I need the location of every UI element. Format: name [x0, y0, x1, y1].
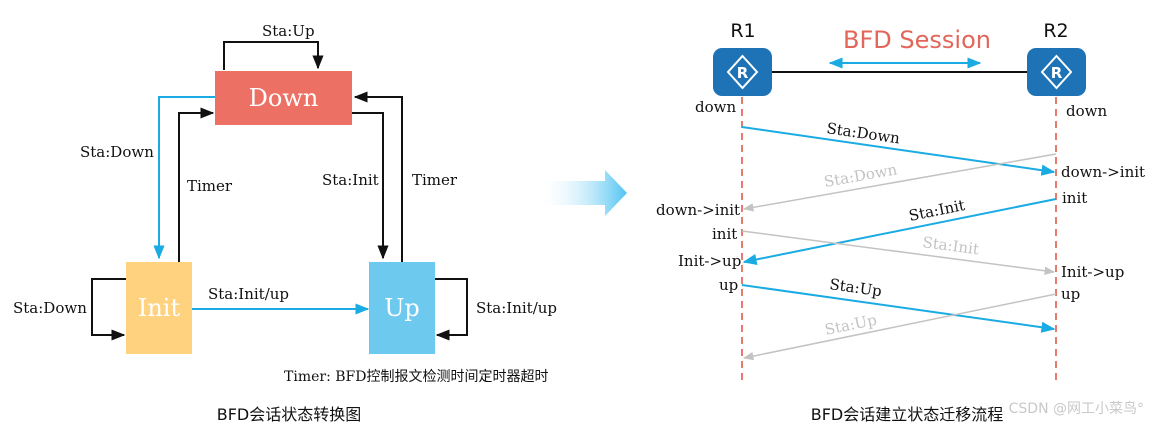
state-up-label: Up [384, 294, 420, 322]
r2-state-init-up: Init->up [1061, 263, 1124, 281]
svg-text:R: R [1051, 64, 1063, 82]
r2-state-up: up [1061, 285, 1080, 303]
watermark: CSDN @网工小菜鸟° [1009, 401, 1144, 417]
state-diagram: Sta:Up Sta:Down Timer Sta:Init Timer Sta… [13, 22, 557, 424]
message-3-arrow [742, 198, 1057, 265]
up-self-loop [435, 278, 468, 341]
message-3-label: Sta:Init [907, 196, 966, 225]
r1-router-icon: R [713, 48, 772, 96]
state-down-box [215, 71, 352, 125]
label-timer-right: Timer [412, 171, 458, 189]
sequence-diagram: BFD Session R1 R R2 R down down->init in… [656, 20, 1145, 424]
message-4-arrow [741, 230, 1056, 275]
init-self-loop [91, 278, 126, 341]
r1-state-up: up [719, 276, 738, 294]
down-self-loop [223, 41, 324, 70]
r2-label: R2 [1043, 20, 1068, 42]
state-down-label: Down [249, 84, 319, 112]
message-2-arrow [742, 153, 1057, 212]
r2-state-down: down [1066, 102, 1107, 120]
r2-state-init: init [1062, 189, 1087, 207]
caption-state-diagram: BFD会话状态转换图 [217, 405, 362, 424]
svg-text:R: R [737, 64, 749, 82]
r2-router-icon: R [1027, 48, 1086, 96]
message-4-label: Sta:Init [921, 233, 980, 258]
edge-down-to-init [153, 96, 215, 260]
message-1-label: Sta:Down [825, 119, 901, 147]
message-2-label: Sta:Down [823, 160, 899, 191]
label-sta-down-left: Sta:Down [80, 143, 154, 161]
timer-note: Timer: BFD控制报文检测时间定时器超时 [284, 369, 548, 385]
state-init-label: Init [138, 294, 181, 322]
message-6-label: Sta:Up [823, 311, 878, 339]
r2-state-down-init: down->init [1061, 163, 1145, 181]
message-1-arrow [741, 126, 1056, 176]
r1-state-init: init [712, 225, 737, 243]
label-timer-left: Timer [187, 177, 233, 195]
label-sta-init: Sta:Init [322, 171, 379, 189]
label-sta-down-self: Sta:Down [13, 299, 87, 317]
r1-label: R1 [730, 20, 755, 42]
session-label: BFD Session [843, 26, 991, 54]
message-6-arrow [742, 293, 1057, 361]
state-init-box [126, 262, 192, 354]
edge-down-to-up [352, 112, 389, 260]
message-5-arrow [741, 284, 1056, 333]
r1-state-down: down [695, 98, 736, 116]
message-5-label: Sta:Up [828, 275, 883, 300]
edge-init-to-down-timer [178, 107, 215, 262]
label-sta-init-up-self: Sta:Init/up [476, 299, 557, 317]
state-up-box [369, 262, 435, 354]
transition-arrow-icon [537, 170, 627, 216]
caption-sequence-diagram: BFD会话建立状态迁移流程 [811, 405, 1004, 424]
label-sta-init-up: Sta:Init/up [208, 285, 289, 303]
edge-up-to-down-timer [353, 91, 403, 262]
r1-state-init-up: Init->up [678, 252, 741, 270]
r1-state-down-init: down->init [656, 201, 740, 219]
label-sta-up: Sta:Up [262, 22, 315, 40]
